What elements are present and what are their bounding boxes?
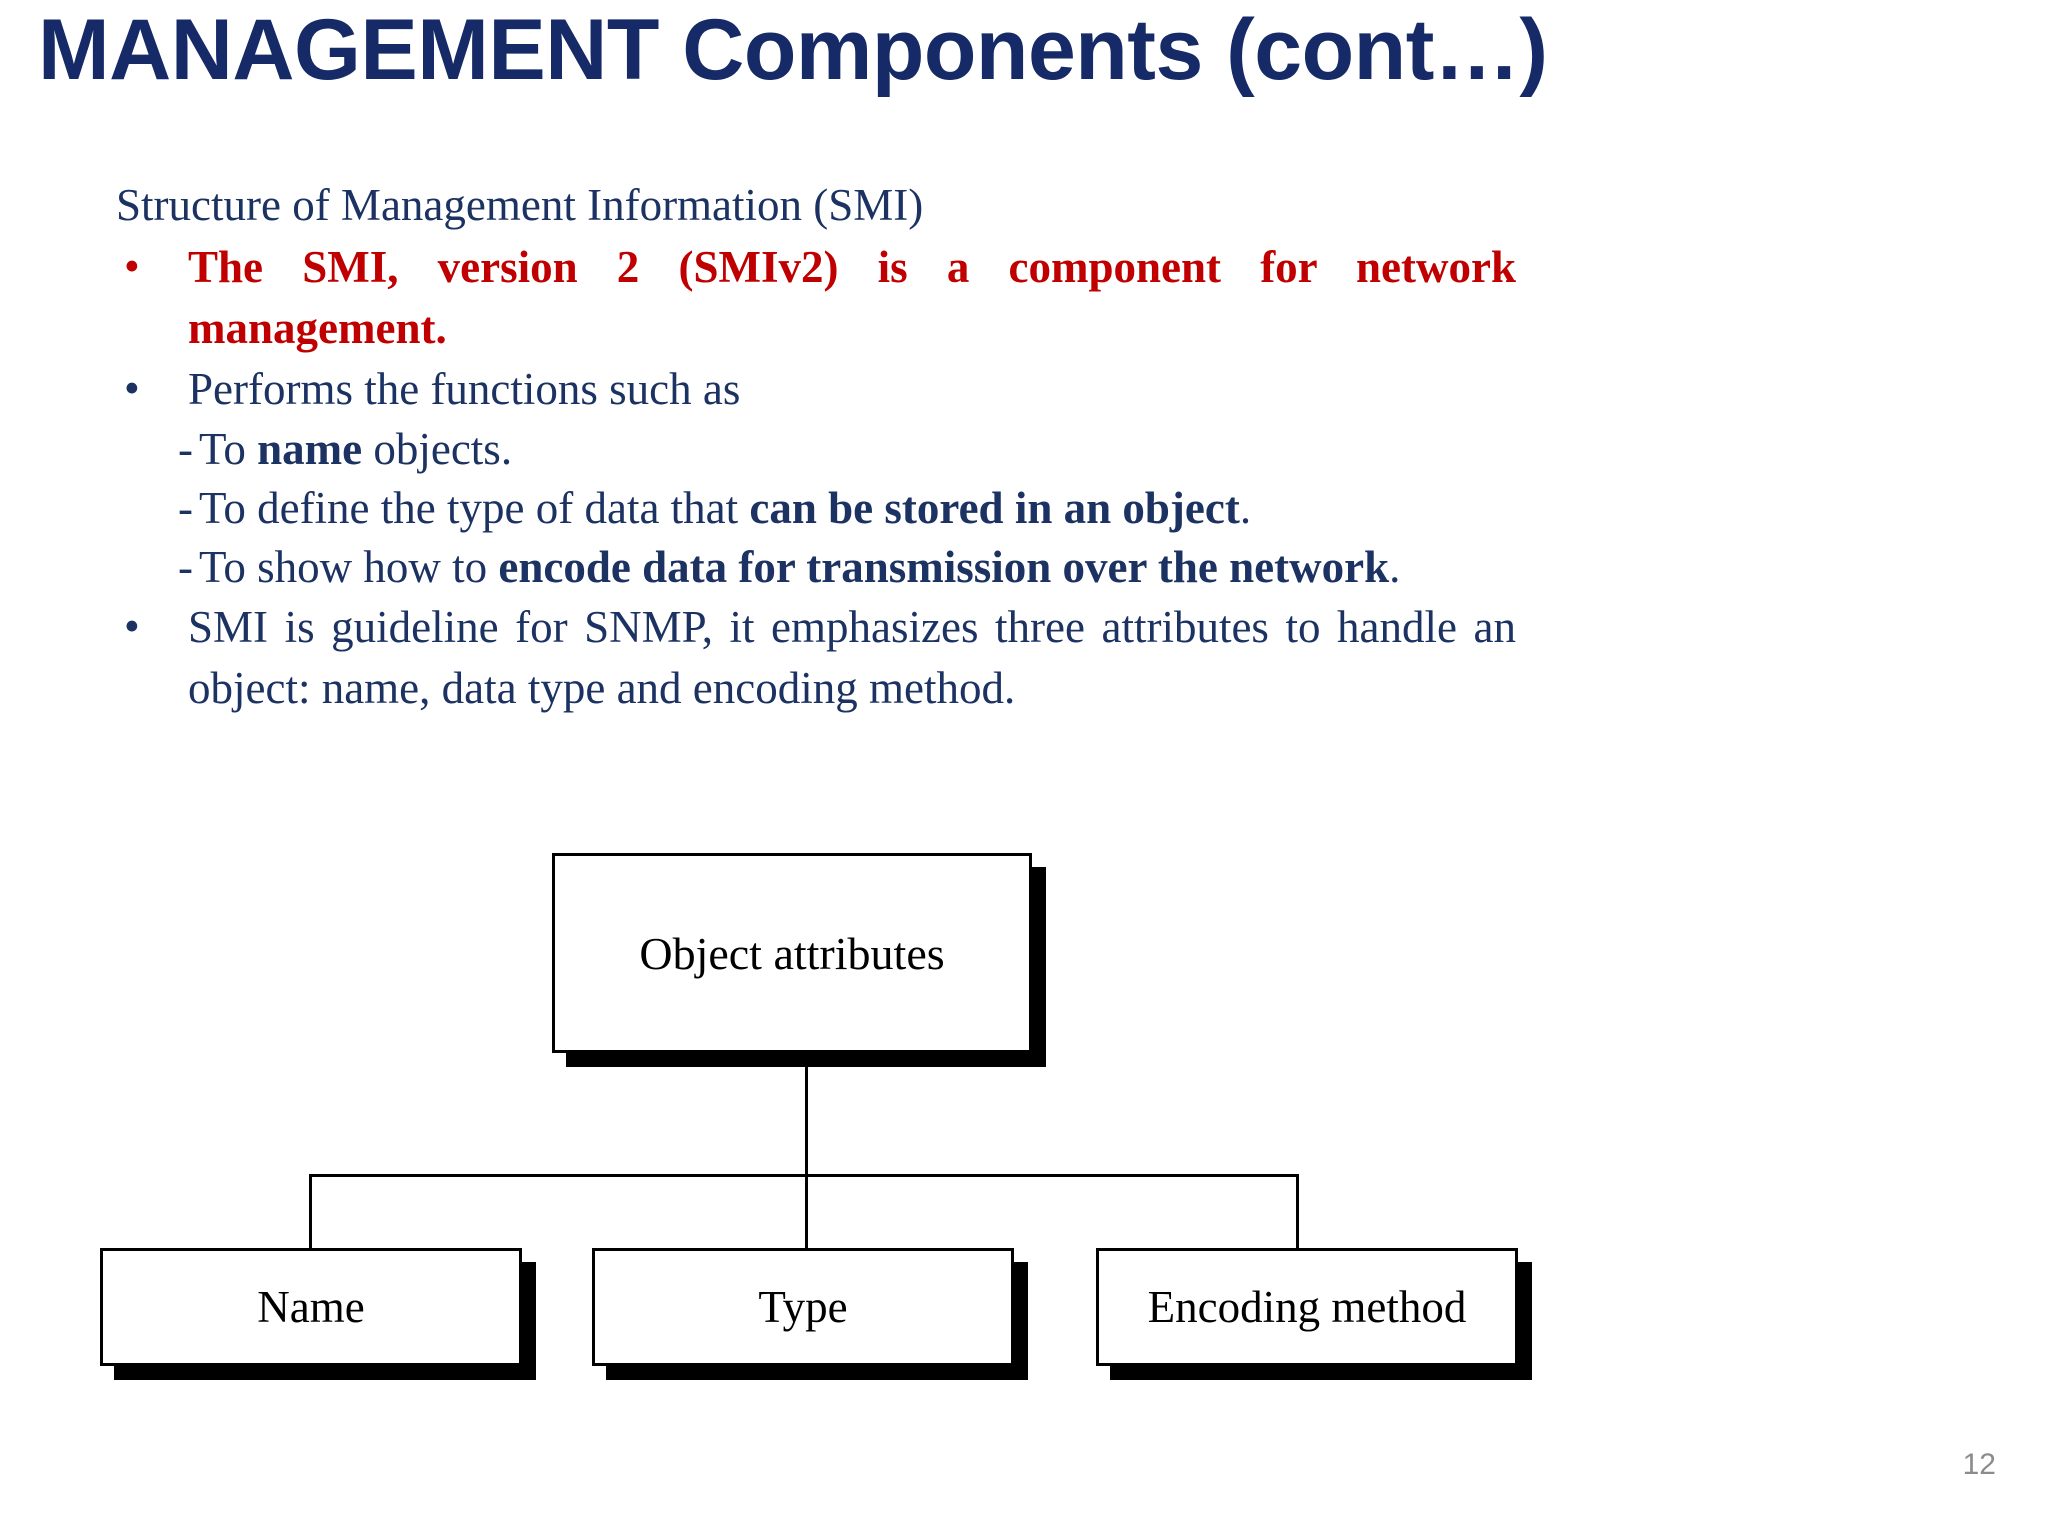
- node-shadow-encoding-method: [1110, 1262, 1532, 1380]
- node-encoding-method: Encoding method: [1096, 1248, 1518, 1366]
- node-object-attributes: Object attributes: [552, 853, 1032, 1053]
- connector-drop-encoding: [1296, 1174, 1299, 1250]
- bullet-text-tail: .: [435, 303, 447, 353]
- sub-bullet-encode-data: -To show how to encode data for transmis…: [116, 538, 1516, 597]
- lead-line: Structure of Management Information (SMI…: [116, 180, 924, 230]
- node-type: Type: [592, 1248, 1014, 1366]
- sub-bullet-name-objects: -To name objects.: [116, 420, 1516, 479]
- node-name: Name: [100, 1248, 522, 1366]
- sub-bullet-dash: -: [178, 424, 193, 474]
- sub-bullet-prefix: To define the type of data that: [199, 483, 750, 533]
- node-shadow-type: [606, 1262, 1028, 1380]
- sub-bullet-prefix: To: [199, 424, 258, 474]
- bullet-text: The SMI, version 2 (SMIv2) is a componen…: [188, 237, 1516, 359]
- bullet-text: Performs the functions such as: [188, 364, 741, 414]
- bullet-text-bold: The SMI, version 2 (SMIv2) is a componen…: [188, 242, 1516, 353]
- node-shadow-name: [114, 1262, 536, 1380]
- sub-bullet-dash: -: [178, 483, 193, 533]
- connector-horizontal-bus: [309, 1174, 1299, 1177]
- sub-bullet-prefix: To show how to: [199, 542, 499, 592]
- connector-drop-name: [309, 1174, 312, 1250]
- node-shadow-object-attributes: [566, 867, 1046, 1067]
- sub-bullet-define-type: -To define the type of data that can be …: [116, 479, 1516, 538]
- bullet-text: SMI is guideline for SNMP, it emphasizes…: [188, 602, 1516, 713]
- bullet-item-smi-v2: • The SMI, version 2 (SMIv2) is a compon…: [116, 237, 1516, 359]
- body-content: Structure of Management Information (SMI…: [116, 176, 1516, 719]
- connector-drop-type: [805, 1174, 808, 1250]
- sub-bullet-dash: -: [178, 542, 193, 592]
- sub-bullet-bold: can be stored in an object: [749, 483, 1240, 533]
- sub-bullet-suffix: .: [1389, 542, 1401, 592]
- bullet-marker: •: [124, 363, 140, 413]
- sub-bullet-bold: name: [257, 424, 363, 474]
- sub-bullet-suffix: objects.: [362, 424, 513, 474]
- bullet-item-smi-guideline: • SMI is guideline for SNMP, it emphasiz…: [116, 597, 1516, 719]
- sub-bullet-bold: encode data for transmission over the ne…: [498, 542, 1390, 592]
- bullet-item-performs: • Performs the functions such as: [116, 359, 1516, 420]
- connector-root-stem: [805, 1053, 808, 1174]
- page-number: 12: [1962, 1448, 1996, 1481]
- sub-bullet-suffix: .: [1239, 483, 1252, 533]
- bullet-marker: •: [124, 241, 140, 291]
- bullet-marker: •: [124, 601, 140, 651]
- page-title: MANAGEMENT Components (cont…): [38, 2, 1548, 98]
